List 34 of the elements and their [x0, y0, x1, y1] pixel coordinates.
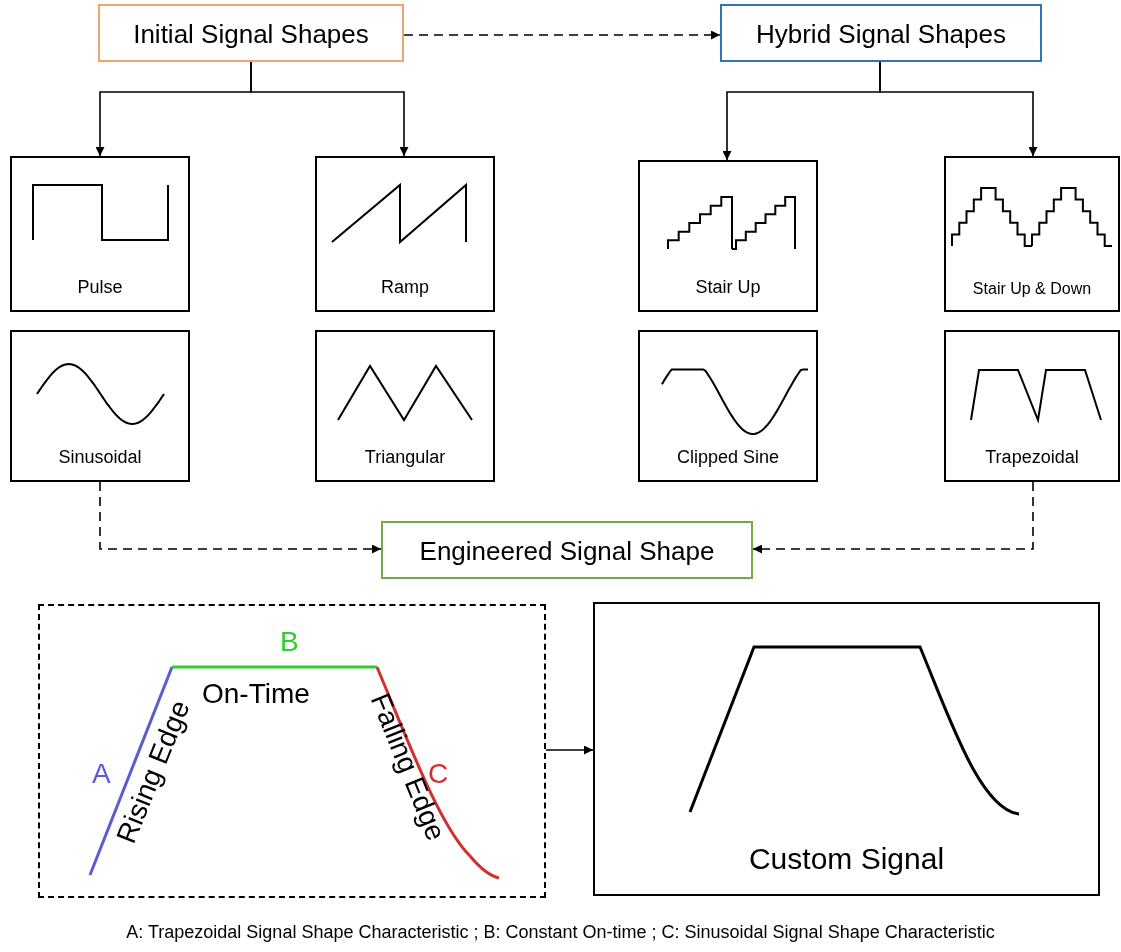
signal-card [944, 330, 1120, 482]
signal-card [638, 160, 818, 312]
signal-card [10, 330, 190, 482]
dashed-arrow [99, 481, 382, 554]
waveform-name: Trapezoidal [984, 447, 1080, 468]
category-card [720, 4, 1042, 62]
signal-card [10, 156, 190, 312]
signal-name: Custom Signal [747, 842, 946, 876]
dashed-arrow [403, 30, 721, 40]
waveform-name: Ramp [380, 277, 430, 298]
signal-card [638, 330, 818, 482]
waveform-name: Clipped Sine [675, 447, 781, 468]
signal-card [944, 156, 1120, 312]
waveform-name: Sinusoidal [57, 447, 143, 468]
signal-card [315, 156, 495, 312]
arrow [545, 745, 594, 755]
waveform-name: Pulse [76, 277, 124, 298]
segment-label: On-Time [202, 678, 310, 710]
category-title: Hybrid Signal Shapes [754, 18, 1007, 50]
dashed-arrow [752, 481, 1034, 554]
waveform-name: Stair Up [694, 277, 762, 298]
category-card [381, 521, 753, 579]
waveform-name: Stair Up & Down [971, 280, 1093, 298]
segment-letter: A [92, 758, 111, 790]
arrow [879, 61, 1038, 157]
category-card [98, 4, 404, 62]
category-title: Initial Signal Shapes [132, 18, 370, 50]
arrow [250, 61, 409, 157]
category-title: Engineered Signal Shape [418, 535, 716, 567]
segment-letter: B [280, 626, 299, 658]
caption: A: Trapezoidal Signal Shape Characteristic ; B: Constant On-time ; C: Sinusoidal Signal Shape Characteristic [125, 922, 996, 943]
signal-card [593, 602, 1100, 896]
signal-card [315, 330, 495, 482]
waveform-name: Triangular [363, 447, 447, 468]
